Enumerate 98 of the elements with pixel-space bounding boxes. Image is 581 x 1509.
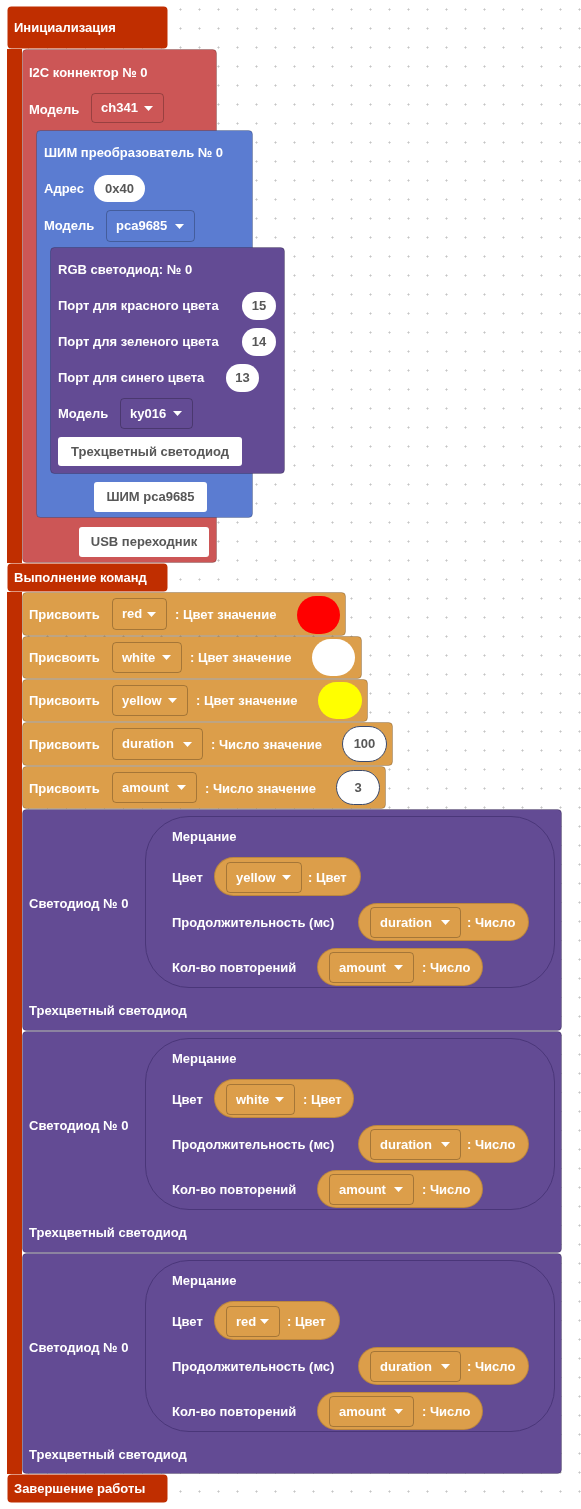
block-label: RGB светодиод: № 0	[58, 262, 193, 278]
panel-title: Мерцание	[172, 829, 237, 845]
type-label: : Число	[467, 915, 516, 931]
dropdown-select: yellow	[112, 685, 188, 716]
block-label: Присвоить	[29, 607, 100, 623]
parameter-label: Продолжительность (мс)	[172, 1359, 335, 1375]
block-label: Присвоить	[29, 781, 100, 797]
dropdown-select: ch341	[91, 93, 164, 123]
text-field: USB переходник	[79, 527, 209, 557]
dropdown-select: red	[226, 1306, 280, 1337]
variable-pill	[358, 1125, 529, 1163]
text-field: Трехцветный светодиод	[58, 437, 242, 466]
block-label: Трехцветный светодиод	[29, 1225, 187, 1241]
block-spine	[7, 592, 22, 1474]
panel-title: Мерцание	[172, 1051, 237, 1067]
assign-variable-block	[22, 679, 368, 722]
parameter-label: Цвет	[172, 1092, 203, 1108]
assign-variable-block	[22, 722, 393, 766]
variable-pill	[317, 1392, 483, 1430]
block-label: Присвоить	[29, 693, 100, 709]
type-label: : Цвет	[303, 1092, 342, 1108]
variable-pill	[214, 1301, 340, 1340]
blink-settings-panel	[145, 1260, 555, 1432]
type-label: : Число	[422, 960, 471, 976]
led-blink-block	[22, 1253, 562, 1474]
pwm-converter-block	[36, 130, 285, 518]
dropdown-select: yellow	[226, 862, 302, 893]
i2c-connector-block	[22, 49, 285, 563]
dropdown-select: amount	[329, 1174, 414, 1205]
parameter-label: Кол-во повторений	[172, 960, 297, 976]
block-label: ШИМ преобразователь № 0	[44, 145, 224, 161]
event-block-footer	[7, 1474, 168, 1503]
dropdown-select: white	[112, 642, 182, 673]
block-label: : Цвет значение	[196, 693, 298, 709]
dropdown-select: amount	[329, 1396, 414, 1427]
dropdown-select: white	[226, 1084, 295, 1115]
block-label: : Цвет значение	[190, 650, 292, 666]
dropdown-select: ky016	[120, 398, 193, 429]
dropdown-select: duration	[112, 728, 203, 760]
block-label: Модель	[58, 406, 109, 422]
dropdown-select: amount	[112, 772, 197, 803]
block-label: : Цвет значение	[175, 607, 277, 623]
section-header: Завершение работы	[14, 1481, 146, 1497]
variable-pill	[214, 857, 361, 896]
type-label: : Число	[467, 1137, 516, 1153]
text-field: ШИМ pca9685	[94, 482, 207, 512]
block-label: Присвоить	[29, 737, 100, 753]
panel-title: Мерцание	[172, 1273, 237, 1289]
event-block-header	[7, 6, 168, 49]
assign-variable-block	[22, 592, 346, 636]
block-label: Трехцветный светодиод	[29, 1003, 187, 1019]
variable-pill	[214, 1079, 354, 1118]
parameter-label: Продолжительность (мс)	[172, 915, 335, 931]
dropdown-select: pca9685	[106, 210, 195, 242]
blink-settings-panel	[145, 1038, 555, 1210]
assign-variable-block	[22, 766, 386, 809]
variable-pill	[317, 1170, 483, 1208]
block-label: Модель	[44, 218, 95, 234]
event-block-header	[7, 563, 168, 592]
block-label: Порт для красного цвета	[58, 298, 219, 314]
parameter-label: Кол-во повторений	[172, 1404, 297, 1420]
type-label: : Цвет	[308, 870, 347, 886]
dropdown-select: duration	[370, 1129, 461, 1160]
block-label: : Число значение	[205, 781, 316, 797]
block-label: Светодиод № 0	[29, 896, 129, 912]
block-label: Порт для синего цвета	[58, 370, 205, 386]
variable-pill	[317, 948, 483, 986]
variable-pill	[358, 903, 529, 941]
block-label: Модель	[29, 102, 80, 118]
blink-settings-panel	[145, 816, 555, 988]
block-spine	[7, 49, 22, 563]
dropdown-select: duration	[370, 1351, 461, 1382]
section-header: Инициализация	[14, 20, 116, 36]
dropdown-select: duration	[370, 907, 461, 938]
block-label: Трехцветный светодиод	[29, 1447, 187, 1463]
type-label: : Цвет	[287, 1314, 326, 1330]
type-label: : Число	[467, 1359, 516, 1375]
assign-variable-block	[22, 636, 362, 679]
block-label: Светодиод № 0	[29, 1340, 129, 1356]
variable-pill	[358, 1347, 529, 1385]
parameter-label: Цвет	[172, 870, 203, 886]
dropdown-select: red	[112, 598, 167, 630]
rgb-led-block	[50, 247, 285, 474]
parameter-label: Продолжительность (мс)	[172, 1137, 335, 1153]
parameter-label: Кол-во повторений	[172, 1182, 297, 1198]
block-label: : Число значение	[211, 737, 322, 753]
block-label: Порт для зеленого цвета	[58, 334, 219, 350]
block-label: Присвоить	[29, 650, 100, 666]
type-label: : Число	[422, 1182, 471, 1198]
dropdown-select: amount	[329, 952, 414, 983]
type-label: : Число	[422, 1404, 471, 1420]
led-blink-block	[22, 1031, 562, 1253]
block-label: Светодиод № 0	[29, 1118, 129, 1134]
section-header: Выполнение команд	[14, 570, 147, 586]
block-label: I2C коннектор № 0	[29, 65, 148, 81]
led-blink-block	[22, 809, 562, 1031]
parameter-label: Цвет	[172, 1314, 203, 1330]
block-label: Адрес	[44, 181, 84, 197]
